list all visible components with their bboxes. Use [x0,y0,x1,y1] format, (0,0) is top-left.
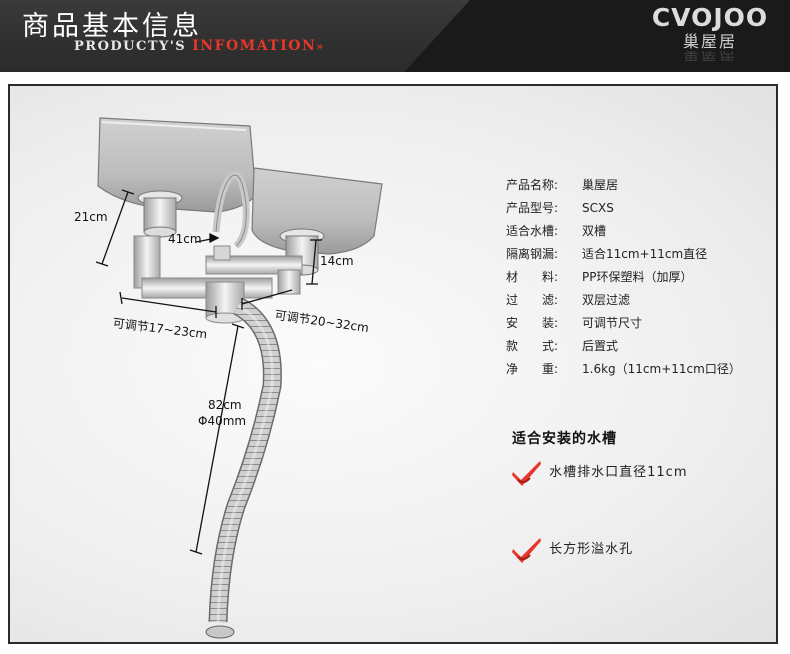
page-title: 商品基本信息 [22,11,202,42]
spec-row: 产品名称: 巢屋居 [506,174,786,197]
spec-key: 产品型号: [506,201,559,215]
spec-row: 净 重: 1.6kg（11cm+11cm口径） [506,358,786,381]
dim-height-label: 21cm [74,210,108,224]
content-frame: 21cm 41cm 14cm 可调节17~23cm 可调节20~32cm 82c… [0,72,790,654]
left-strainer [137,190,183,238]
spec-key: 净 重: [506,362,559,376]
brand-logo: CVOJOO 巢屋居 巢屋居 [640,4,780,66]
spec-value: 后置式 [582,339,619,353]
spec-key: 过 滤: [506,293,559,307]
spec-value: 巢屋居 [582,178,619,192]
header-band [0,0,470,72]
spec-value: 1.6kg（11cm+11cm口径） [582,362,741,376]
section-title: 适合安装的水槽 [512,431,617,447]
spec-key: 款 式: [506,339,559,353]
dim-hose-diameter-label: Φ40mm [198,414,247,428]
product-diagram: 21cm 41cm 14cm 可调节17~23cm 可调节20~32cm 82c… [10,86,510,642]
dim-width-label: 41cm [168,232,202,246]
brand-logo-text: CVOJOO [651,3,769,32]
drain-assembly-illustration [95,117,383,639]
feature-item: 水槽排水口直径11cm [510,458,688,488]
spec-value: 双层过滤 [582,293,631,307]
spec-list: 产品名称: 巢屋居 产品型号: SCXS 适合水槽: 双槽 隔离钢漏: 适合11cm+1… [506,174,786,381]
spec-row: 安 装: 可调节尺寸 [506,312,786,335]
spec-value: 双槽 [582,224,607,238]
page-subtitle: PRODUCTY'S INFOMATION» [74,38,325,54]
dim-hose-length-label: 82cm [208,398,242,412]
checkmark-icon [510,535,544,565]
dimension-lines [95,189,322,555]
spec-row: 过 滤: 双层过滤 [506,289,786,312]
spec-key: 隔离钢漏: [506,247,559,261]
spec-value: 适合11cm+11cm直径 [582,247,708,261]
subtitle-arrows: » [316,40,325,53]
feature-item: 长方形溢水孔 [510,535,633,565]
brand-reflection: 巢屋居 [682,51,737,61]
spec-value: 可调节尺寸 [582,316,643,330]
dim-depth-label: 14cm [320,254,354,268]
spec-value: SCXS [582,201,614,215]
content-panel: 21cm 41cm 14cm 可调节17~23cm 可调节20~32cm 82c… [8,84,778,644]
brand-cn-text: 巢屋居 [682,32,737,51]
spec-row: 适合水槽: 双槽 [506,220,786,243]
spec-row: 产品型号: SCXS [506,197,786,220]
feature-label: 水槽排水口直径11cm [549,465,688,480]
sink-basin-left [97,117,257,213]
spec-key: 产品名称: [506,178,559,192]
spec-key: 材 料: [506,270,559,284]
subtitle-prefix: PRODUCTY'S [74,39,193,54]
spec-key: 安 装: [506,316,559,330]
spec-row: 隔离钢漏: 适合11cm+11cm直径 [506,243,786,266]
spec-key: 适合水槽: [506,224,559,238]
spec-row: 款 式: 后置式 [506,335,786,358]
feature-label: 长方形溢水孔 [549,542,634,557]
checkmark-icon [510,458,544,488]
spec-value: PP环保塑料（加厚） [582,270,693,284]
header-banner: 商品基本信息 PRODUCTY'S INFOMATION» CVOJOO 巢屋居… [0,0,790,72]
subtitle-highlight: INFOMATION [192,38,317,54]
spec-row: 材 料: PP环保塑料（加厚） [506,266,786,289]
